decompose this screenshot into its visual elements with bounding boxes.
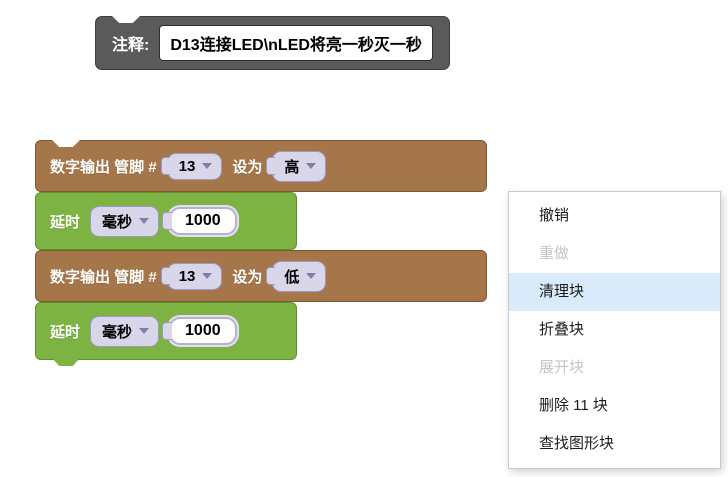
unit-dropdown[interactable]: 毫秒 <box>90 205 160 237</box>
duration-value-block[interactable]: 1000 <box>162 317 237 345</box>
socket-tab <box>162 212 173 230</box>
chevron-down-icon <box>139 218 150 224</box>
socket-tab <box>266 157 276 175</box>
level-dropdown[interactable]: 高 <box>266 150 327 182</box>
comment-block[interactable]: 注释: D13连接LED\nLED将亮一秒灭一秒 <box>95 16 450 70</box>
chevron-down-icon <box>306 273 317 279</box>
chevron-down-icon <box>306 163 317 169</box>
dropdown-value: 高 <box>284 158 300 176</box>
menu-item-expand-blocks: 展开块 <box>539 359 585 376</box>
socket-tab <box>160 267 170 285</box>
pin-dropdown[interactable]: 13 <box>160 262 223 290</box>
chevron-down-icon <box>202 273 213 279</box>
chevron-down-icon <box>139 328 150 334</box>
delay-label: 延时 <box>50 323 81 341</box>
dropdown-value: 毫秒 <box>102 323 133 341</box>
digital-write-block-2[interactable]: 数字输出 管脚 # 13 设为 低 <box>35 250 487 302</box>
menu-item-collapse-blocks[interactable]: 折叠块 <box>539 321 585 338</box>
comment-text-field[interactable]: D13连接LED\nLED将亮一秒灭一秒 <box>159 25 433 61</box>
duration-value: 1000 <box>185 322 221 339</box>
level-dropdown[interactable]: 低 <box>266 260 327 292</box>
connector-notch <box>112 16 140 23</box>
menu-item-undo[interactable]: 撤销 <box>539 207 570 224</box>
connector-bump <box>52 358 80 366</box>
digital-write-block-1[interactable]: 数字输出 管脚 # 13 设为 高 <box>35 140 487 192</box>
unit-dropdown[interactable]: 毫秒 <box>90 315 160 347</box>
set-to-label: 设为 <box>232 158 263 176</box>
digital-write-label: 数字输出 管脚 # <box>50 268 157 286</box>
menu-item-find-blocks[interactable]: 查找图形块 <box>539 435 615 452</box>
socket-tab <box>160 157 170 175</box>
set-to-label: 设为 <box>232 268 263 286</box>
comment-label: 注释: <box>112 37 150 54</box>
menu-item-delete-blocks[interactable]: 删除 11 块 <box>539 397 608 414</box>
dropdown-value: 毫秒 <box>102 213 133 231</box>
delay-block-2[interactable]: 延时 毫秒 1000 <box>35 302 297 366</box>
menu-item-cleanup-blocks[interactable]: 清理块 <box>509 273 720 311</box>
dropdown-value: 13 <box>178 267 196 285</box>
duration-value-block[interactable]: 1000 <box>162 207 237 235</box>
context-menu: 撤销 重做 清理块 折叠块 展开块 删除 11 块 查找图形块 <box>508 191 721 469</box>
dropdown-value: 低 <box>284 268 300 286</box>
delay-label: 延时 <box>50 213 81 231</box>
duration-value: 1000 <box>185 212 221 229</box>
socket-tab <box>266 267 276 285</box>
pin-dropdown[interactable]: 13 <box>160 152 223 180</box>
delay-block-1[interactable]: 延时 毫秒 1000 <box>35 192 297 250</box>
chevron-down-icon <box>202 163 213 169</box>
socket-tab <box>162 322 173 340</box>
digital-write-label: 数字输出 管脚 # <box>50 158 157 176</box>
dropdown-value: 13 <box>178 157 196 175</box>
menu-item-redo: 重做 <box>539 245 570 262</box>
connector-notch <box>52 140 80 147</box>
